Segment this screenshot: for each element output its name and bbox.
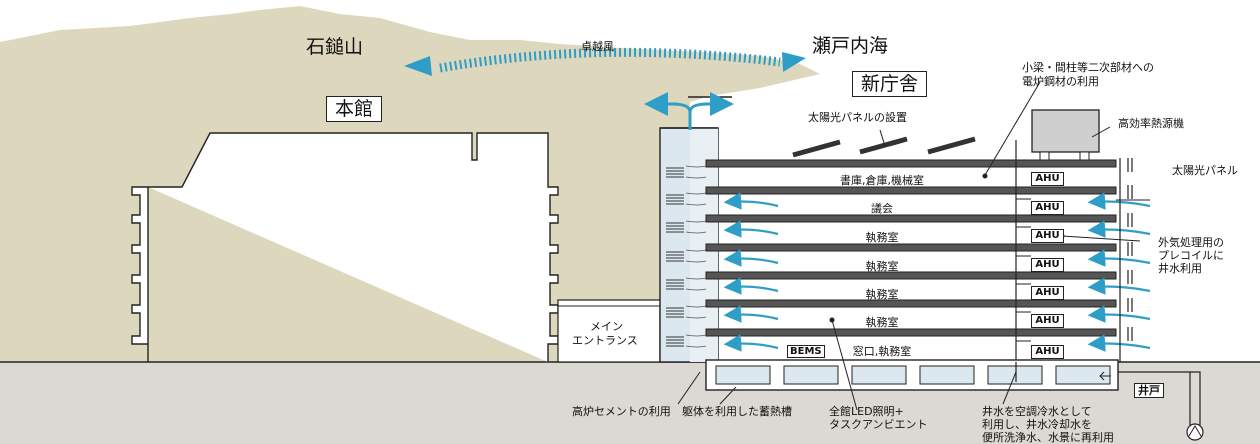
air-flow-arrow-icon	[688, 92, 734, 116]
room-label: 執務室	[865, 316, 899, 329]
solar-install-label: 太陽光パネルの設置	[808, 111, 907, 124]
duct-line	[685, 249, 707, 252]
floor-slab	[705, 299, 1117, 308]
bems-label: BEMS	[787, 345, 825, 358]
precoil-line2: プレコイルに	[1158, 249, 1224, 262]
air-flow-arrow-icon	[1087, 277, 1151, 295]
air-flow-arrow-icon	[1087, 192, 1151, 210]
ahu-unit: AHU	[1031, 201, 1064, 215]
floor-slab	[705, 328, 1117, 337]
well-water-line2: 利用し、井水冷却水を	[982, 418, 1092, 431]
room-label: 窓口,執務室	[852, 345, 912, 358]
steel-note-line1: 小梁・間柱等二次部材への	[1022, 61, 1154, 74]
duct-line	[685, 316, 707, 319]
room-label: 執務室	[865, 260, 899, 273]
duct-line	[685, 231, 707, 234]
ahu-unit: AHU	[1031, 172, 1064, 186]
basement	[705, 359, 1119, 391]
duct-line	[685, 277, 707, 280]
room-label: 執務室	[865, 231, 899, 244]
solar-panel	[792, 139, 841, 158]
steel-note-line2: 電炉鋼材の利用	[1022, 75, 1099, 88]
shinchosha-label: 新庁舎	[852, 71, 928, 97]
floor-slabs	[666, 159, 1151, 352]
heat-source-label: 高効率熱源機	[1118, 117, 1184, 130]
precoil-line1: 外気処理用の	[1158, 236, 1224, 249]
mountain-label: 石鎚山	[306, 36, 364, 58]
storage-tank	[715, 365, 771, 385]
solar-panel	[859, 136, 908, 155]
air-flow-arrow-icon	[1087, 220, 1151, 238]
floor-slab	[705, 159, 1117, 168]
floor-slab	[705, 271, 1117, 280]
precoil-line3: 井水利用	[1158, 262, 1202, 275]
facade-fins	[1127, 158, 1133, 341]
wind-arrow-icon	[439, 47, 781, 73]
storage-tank	[919, 365, 975, 385]
led-line2: タスクアンビエント	[829, 418, 928, 431]
duct-line	[685, 220, 707, 223]
ahu-unit: AHU	[1031, 258, 1064, 272]
pump-icon	[1186, 423, 1204, 441]
duct-line	[685, 203, 707, 206]
room-label: 議会	[871, 202, 893, 215]
duct-line	[685, 345, 707, 348]
duct-line	[685, 305, 707, 308]
well-water-line3: 便所洗浄水、水景に再利用	[982, 431, 1114, 444]
floor-slab	[705, 243, 1117, 252]
air-flow-arrow-icon	[1087, 249, 1151, 267]
solar-panel	[927, 136, 976, 155]
storage-tank	[1055, 365, 1111, 385]
sea-label: 瀬戸内海	[812, 35, 889, 57]
entrance-line2: エントランス	[572, 334, 638, 347]
air-flow-arrow-icon	[723, 305, 779, 323]
led-line1: 全館LED照明+	[829, 405, 904, 418]
room-label: 書庫,倉庫,機械室	[840, 174, 924, 187]
storage-tank	[851, 365, 907, 385]
storage-tank	[783, 365, 839, 385]
air-flow-arrow-icon	[1087, 334, 1151, 352]
floor-slab	[705, 186, 1117, 195]
ahu-unit: AHU	[1031, 286, 1064, 300]
duct-line	[685, 288, 707, 291]
honkan-label: 本館	[326, 96, 383, 122]
duct-line	[685, 192, 707, 195]
blast-cement-label: 高炉セメントの利用	[572, 405, 671, 418]
duct-line	[685, 176, 707, 179]
ahu-unit: AHU	[1031, 229, 1064, 243]
honkan-outline	[131, 132, 559, 362]
duct-line	[685, 165, 707, 168]
well-label: 井戸	[1134, 383, 1164, 398]
floor-slab	[705, 214, 1117, 223]
wind-label: 卓越風	[581, 40, 614, 53]
air-flow-arrow-icon	[723, 220, 779, 238]
entrance-line1: メイン	[590, 320, 623, 333]
ahu-unit: AHU	[1031, 345, 1064, 359]
solar-panel-label: 太陽光パネル	[1172, 164, 1238, 177]
well-water-line1: 井水を空調冷水として	[982, 405, 1092, 418]
heat-source-unit	[1031, 109, 1100, 153]
air-flow-arrow-icon	[723, 249, 779, 267]
well-pipe	[1118, 371, 1201, 425]
duct-line	[685, 334, 707, 337]
air-flow-arrow-icon	[723, 334, 779, 352]
duct-line	[685, 260, 707, 263]
air-flow-arrow-icon	[723, 192, 779, 210]
room-label: 執務室	[865, 288, 899, 301]
thermal-storage-label: 躯体を利用した蓄熱槽	[682, 405, 792, 418]
air-flow-arrow-icon	[1087, 305, 1151, 323]
ahu-unit: AHU	[1031, 314, 1064, 328]
thermal-storage-tanks	[715, 365, 1111, 385]
air-flow-arrow-icon	[723, 277, 779, 295]
